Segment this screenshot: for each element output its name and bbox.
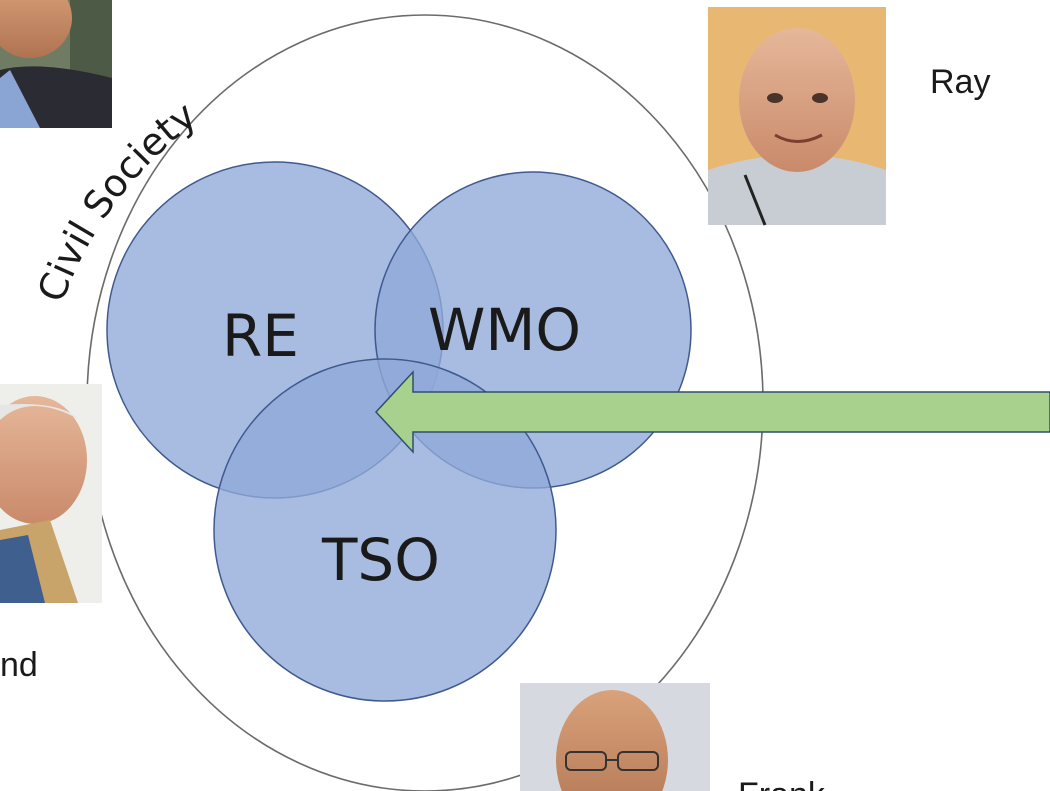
portrait-photo-frank	[520, 683, 710, 791]
label-re: RE	[222, 302, 299, 370]
circle-tso	[213, 358, 557, 702]
name-left: nd	[0, 646, 38, 684]
label-tso: TSO	[321, 526, 440, 594]
name-ray: Ray	[930, 63, 990, 101]
name-frank: Frank	[738, 776, 826, 791]
portrait-photo-ray	[708, 7, 886, 226]
portrait-photo-top-left	[0, 0, 112, 128]
label-wmo: WMO	[428, 296, 581, 364]
arrow-pointer	[374, 370, 1050, 454]
portrait-photo-left	[0, 384, 102, 603]
